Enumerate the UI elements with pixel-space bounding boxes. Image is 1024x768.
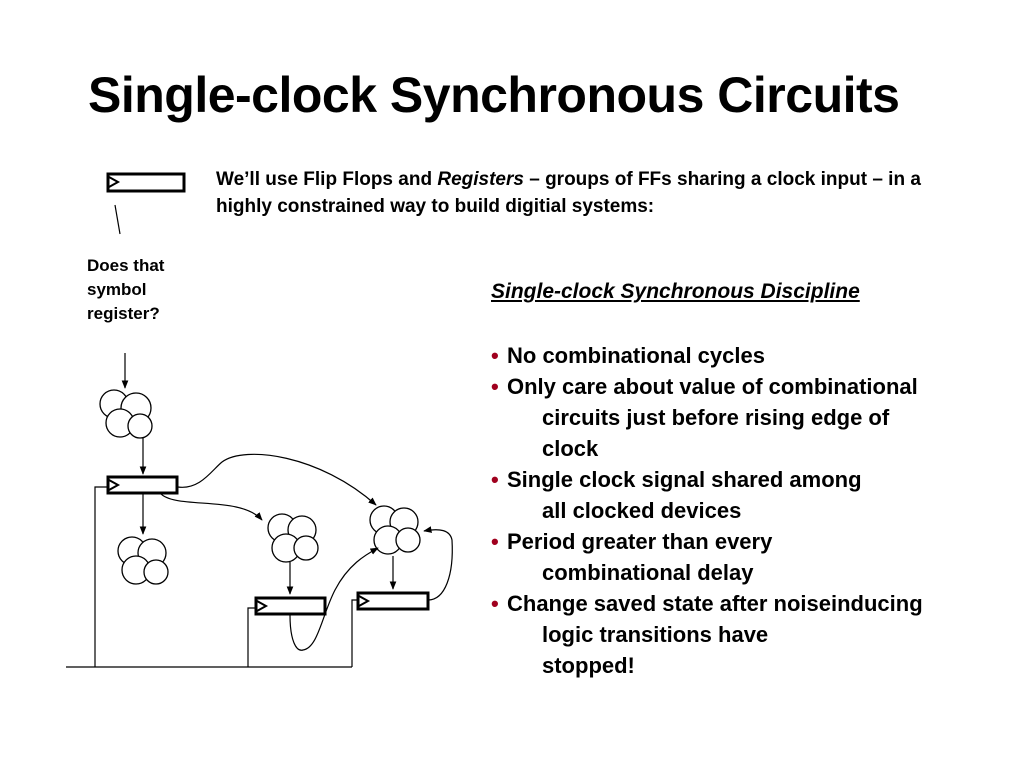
cloud-icon <box>369 505 421 555</box>
register-icon <box>106 475 179 495</box>
register-icon <box>356 591 430 611</box>
bullet-icon: • <box>491 374 499 399</box>
discipline-rules: • No combinational cycles • Only care abou… <box>491 340 1011 681</box>
cloud-icon <box>99 389 153 439</box>
bullet-icon: • <box>491 343 499 368</box>
rule-text: Only care about value of combinational <box>507 374 918 399</box>
signal-wiring <box>139 437 453 651</box>
rule-text: No combinational cycles <box>507 343 765 368</box>
pointer-line <box>114 204 121 235</box>
rule-continuation: circuits just before rising edge of cloc… <box>542 405 890 461</box>
symbol-question: Does that symbol register? <box>87 256 165 323</box>
intro-before: We’ll use Flip Flops and <box>216 169 438 190</box>
cloud-icon <box>117 536 169 585</box>
intro-after: – groups of FFs sharing a clock input – … <box>216 169 921 217</box>
rule-item: • Single clock signal shared among all clo… <box>491 464 1011 526</box>
rule-item: • Change saved state after noiseinducing l… <box>491 588 1011 681</box>
bullet-icon: • <box>491 529 499 554</box>
rule-text: Change saved state after noiseinducing <box>507 591 923 616</box>
slide-title: Single-clock Synchronous Circuits <box>88 67 900 123</box>
clock-wiring <box>66 486 360 668</box>
discipline-heading: Single-clock Synchronous Discipline <box>491 280 860 303</box>
register-symbol-example <box>106 172 186 193</box>
intro-registers: Registers <box>437 169 524 190</box>
rule-continuation: combinational delay <box>542 560 754 585</box>
bullet-icon: • <box>491 591 499 616</box>
rule-continuation: logic transitions have stopped! <box>542 622 769 678</box>
bullet-icon: • <box>491 467 499 492</box>
cloud-icon <box>267 513 319 563</box>
register-icon <box>254 596 327 616</box>
rule-continuation: all clocked devices <box>542 498 742 523</box>
intro-text: We’ll use Flip Flops and Registers – gro… <box>216 166 956 220</box>
rule-item: • Period greater than every combinational … <box>491 526 1011 588</box>
rule-text: Period greater than every <box>507 529 773 554</box>
rule-item: • No combinational cycles <box>491 340 1011 371</box>
rule-text: Single clock signal shared among <box>507 467 862 492</box>
rule-item: • Only care about value of combinational c… <box>491 371 1011 464</box>
